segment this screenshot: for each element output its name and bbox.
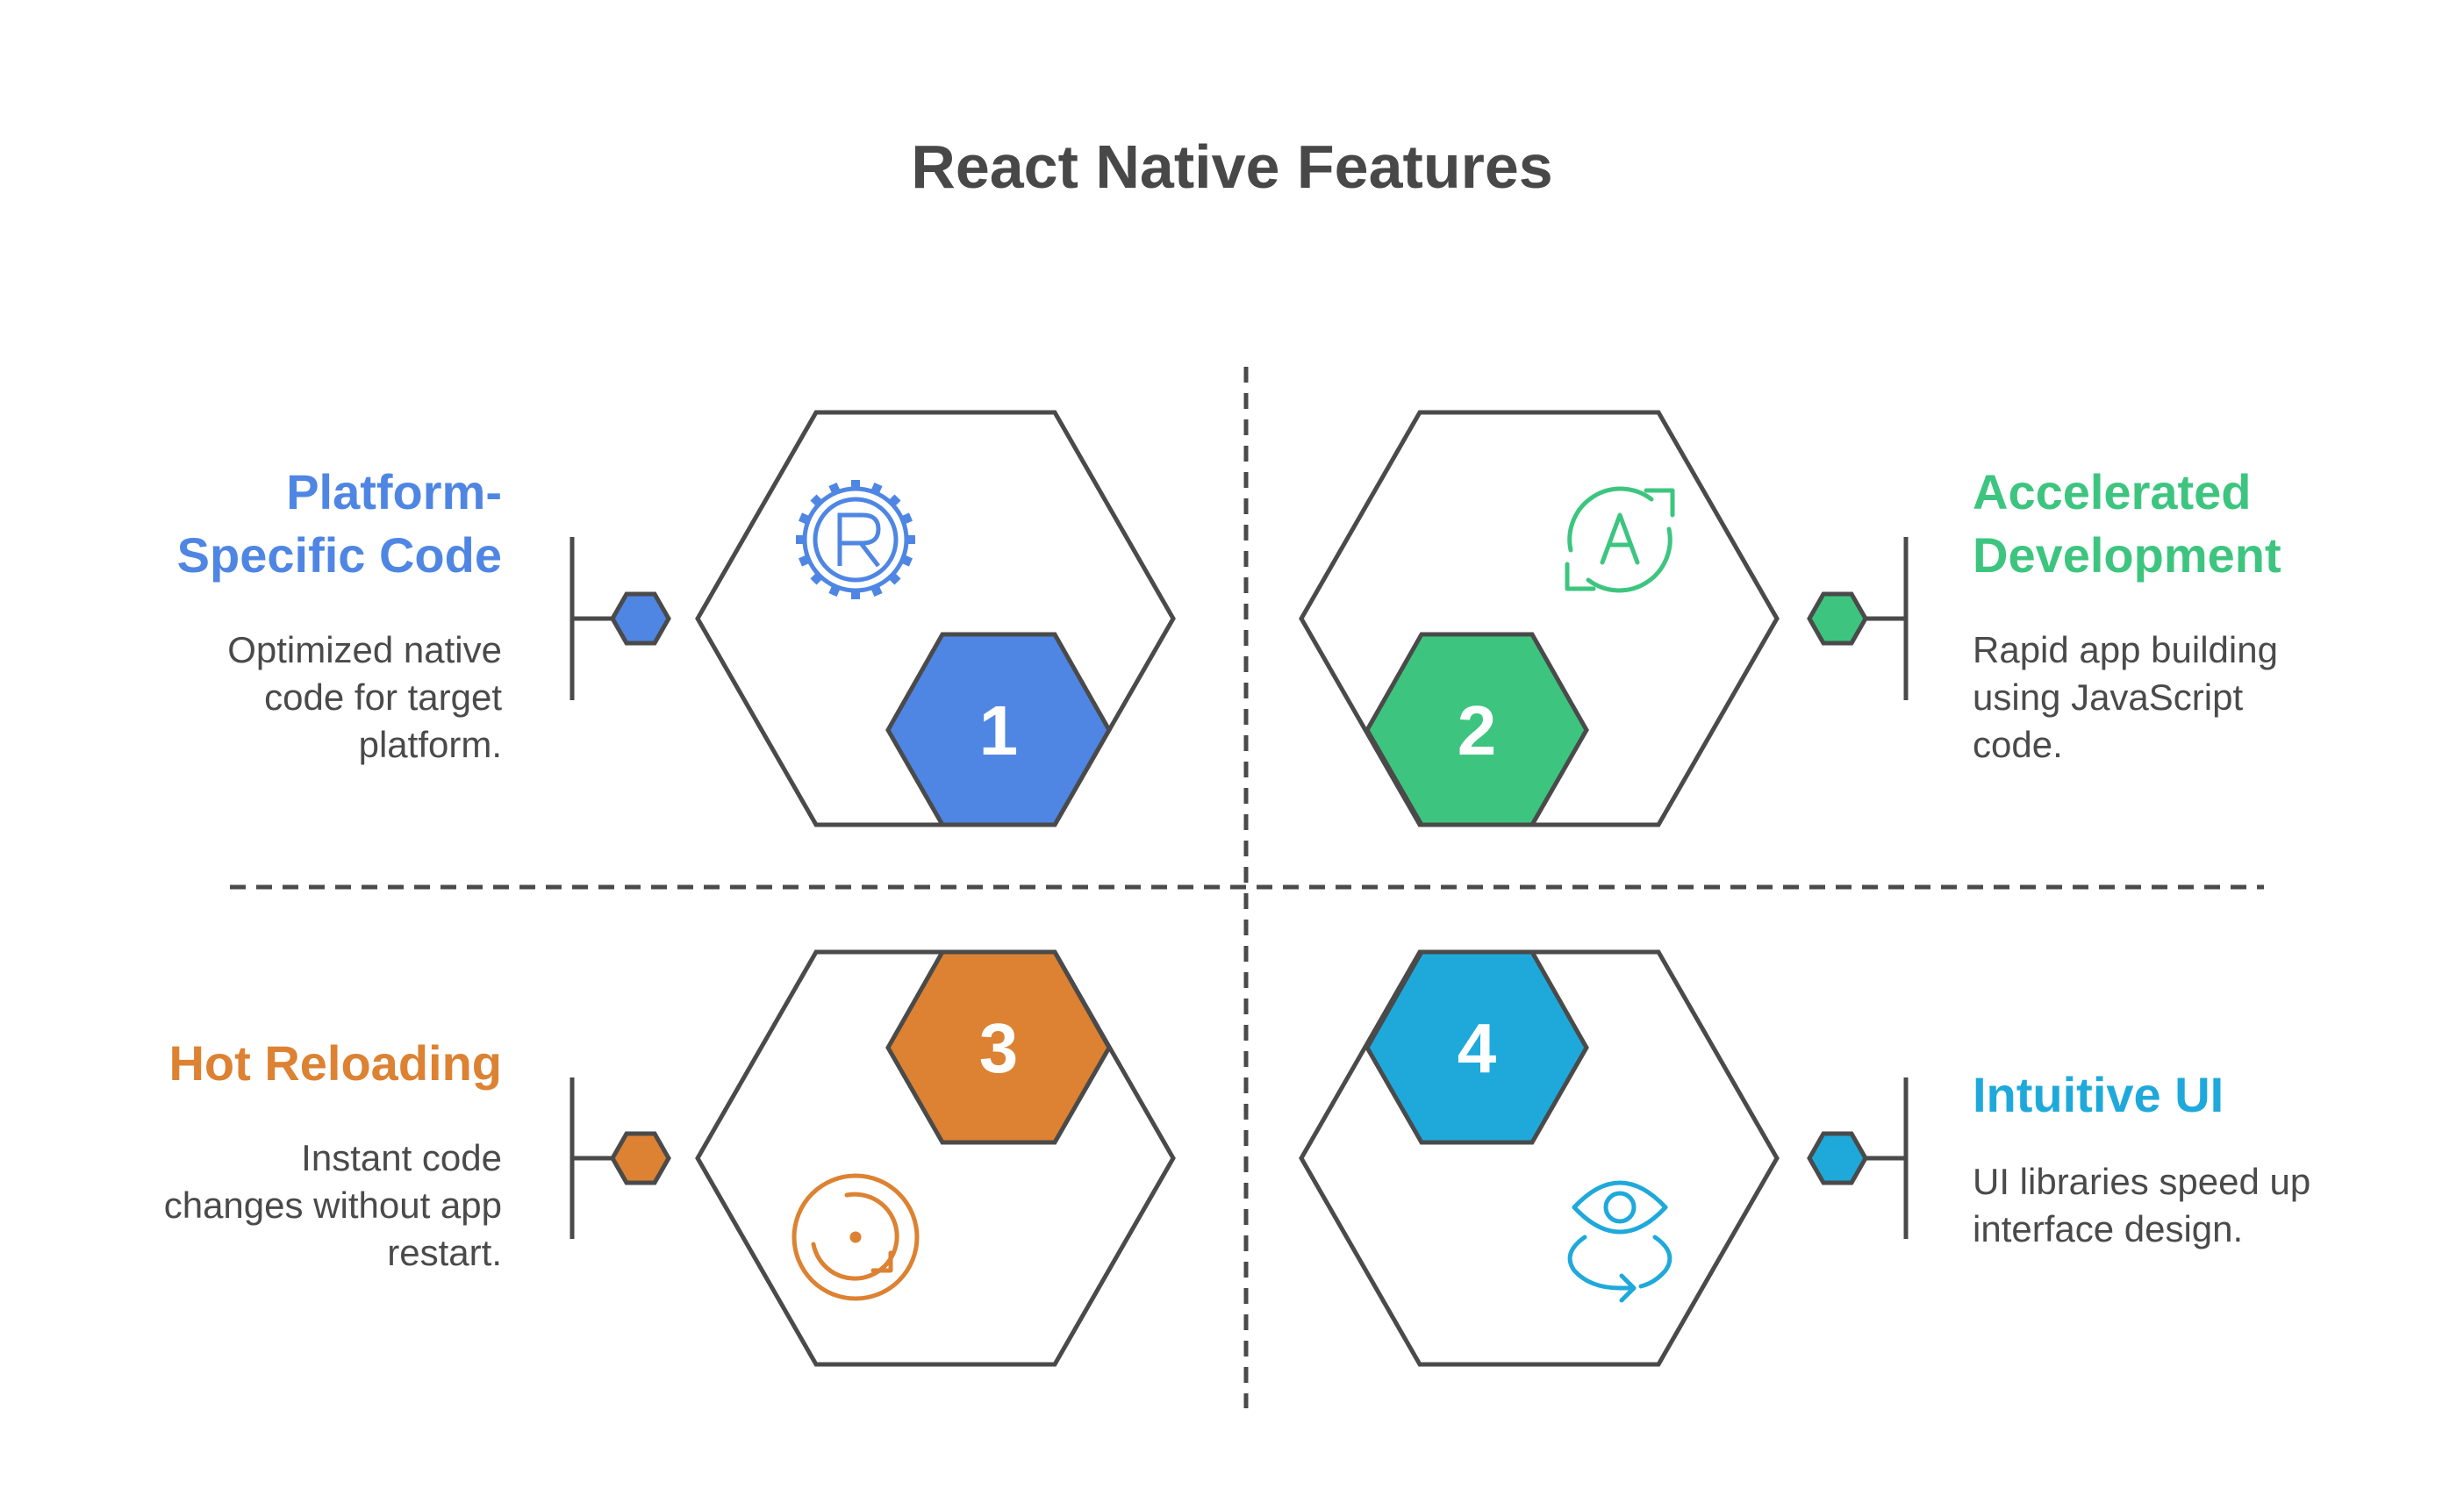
feature-3-heading-line-1: Hot Reloading bbox=[168, 1035, 502, 1091]
feature-2-description: Rapid app building using JavaScript code… bbox=[1973, 626, 2429, 769]
feature-3-desc-line-2: changes without app bbox=[163, 1185, 502, 1226]
feature-4-desc-line-2: interface design. bbox=[1973, 1208, 2244, 1249]
feature-1-desc-line-3: platform. bbox=[358, 724, 502, 765]
feature-4-desc-line-1: UI libraries speed up bbox=[1973, 1161, 2311, 1202]
feature-4-group: 4 bbox=[1299, 949, 1909, 1367]
feature-4-large-hexagon bbox=[1299, 949, 1780, 1367]
feature-4-number: 4 bbox=[1458, 1009, 1497, 1087]
feature-2-heading: Accelerated Development bbox=[1973, 461, 2429, 587]
feature-2-connector-hexagon bbox=[1807, 591, 1868, 646]
feature-2-desc-line-1: Rapid app building bbox=[1973, 629, 2278, 670]
feature-1-group: 1 bbox=[569, 410, 1176, 827]
feature-4-number-hexagon bbox=[1365, 949, 1589, 1145]
feature-1-number: 1 bbox=[979, 691, 1019, 769]
feature-1-connector-hexagon bbox=[610, 591, 671, 646]
feature-1-heading-line-2: Specific Code bbox=[176, 527, 502, 583]
feature-2-desc-line-3: code. bbox=[1973, 724, 2063, 765]
diagram-title: React Native Features bbox=[911, 132, 1553, 201]
feature-3-group: 3 bbox=[569, 949, 1176, 1367]
feature-4-description: UI libraries speed up interface design. bbox=[1973, 1158, 2429, 1253]
feature-1-desc-line-2: code for target bbox=[264, 676, 502, 718]
feature-4-heading-line-1: Intuitive UI bbox=[1973, 1067, 2224, 1122]
feature-3-desc-line-1: Instant code bbox=[301, 1137, 502, 1178]
feature-1-desc-line-1: Optimized native bbox=[227, 629, 502, 670]
feature-2-number-hexagon bbox=[1365, 632, 1589, 827]
auto-refresh-a-icon bbox=[1565, 486, 1675, 593]
feature-3-heading: Hot Reloading bbox=[88, 1032, 502, 1095]
reload-circle-icon bbox=[791, 1173, 920, 1301]
feature-2-large-hexagon bbox=[1299, 410, 1780, 827]
feature-3-connector-hexagon bbox=[610, 1131, 671, 1185]
feature-3-number: 3 bbox=[979, 1009, 1019, 1087]
feature-3-number-hexagon bbox=[885, 949, 1112, 1145]
feature-4-connector-hexagon bbox=[1807, 1131, 1868, 1185]
feature-2-heading-line-1: Accelerated bbox=[1973, 464, 2252, 519]
eye-rotate-icon bbox=[1567, 1180, 1673, 1303]
feature-3-desc-line-3: restart. bbox=[387, 1232, 502, 1273]
feature-2-desc-line-2: using JavaScript bbox=[1973, 676, 2244, 718]
feature-1-heading: Platform- Specific Code bbox=[88, 461, 502, 587]
feature-1-description: Optimized native code for target platfor… bbox=[88, 626, 502, 769]
rust-gear-icon bbox=[796, 480, 915, 599]
feature-3-description: Instant code changes without app restart… bbox=[88, 1135, 502, 1277]
feature-2-number: 2 bbox=[1458, 691, 1497, 769]
feature-2-group: 2 bbox=[1299, 410, 1909, 827]
feature-1-number-hexagon bbox=[885, 632, 1112, 827]
feature-2-heading-line-2: Development bbox=[1973, 527, 2281, 583]
feature-4-heading: Intuitive UI bbox=[1973, 1063, 2429, 1127]
feature-1-heading-line-1: Platform- bbox=[286, 464, 502, 519]
